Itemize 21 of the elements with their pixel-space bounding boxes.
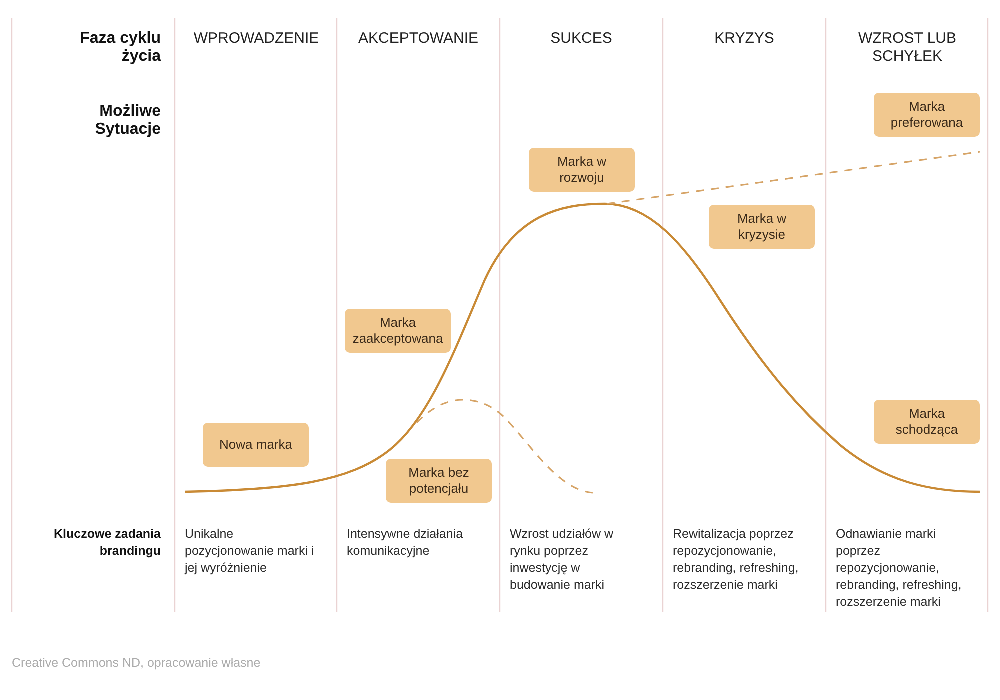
row-heading: Faza cyklu życia	[79, 30, 161, 66]
situation-box: Marka bez potencjału	[386, 459, 492, 503]
phase-heading: WZROST LUB SCHYŁEK	[858, 30, 958, 66]
source-note: Creative Commons ND, opracowanie własne	[12, 655, 261, 671]
situation-box: Marka preferowana	[874, 93, 980, 137]
phase-heading: KRYZYS	[714, 30, 775, 48]
situation-box: Nowa marka	[203, 423, 309, 467]
situation-box: Marka schodząca	[874, 400, 980, 444]
situation-box: Marka w kryzysie	[709, 205, 815, 249]
task-text: Rewitalizacja poprzez repozycjonowanie, rebranding, refreshing, rozszerzenie marki	[673, 526, 800, 594]
row-heading: Możliwe Sytuacje	[94, 103, 161, 139]
situation-box: Marka w rozwoju	[529, 148, 635, 192]
task-text: Intensywne działania komunikacyjne	[347, 526, 464, 560]
phase-heading: WPROWADZENIE	[193, 30, 320, 48]
row-heading: Kluczowe zadania brandingu	[53, 526, 161, 560]
task-text: Odnawianie marki poprzez repozycjonowanie, rebranding, refreshing, rozszerzenie marki	[836, 526, 963, 611]
task-text: Wzrost udziałów w rynku poprzez inwestycję w budowanie marki	[510, 526, 614, 594]
phase-heading: AKCEPTOWANIE	[358, 30, 480, 48]
task-text: Unikalne pozycjonowanie marki i jej wyróżnienie	[185, 526, 316, 577]
situation-box: Marka zaakceptowana	[345, 309, 451, 353]
phase-heading: SUKCES	[550, 30, 613, 48]
